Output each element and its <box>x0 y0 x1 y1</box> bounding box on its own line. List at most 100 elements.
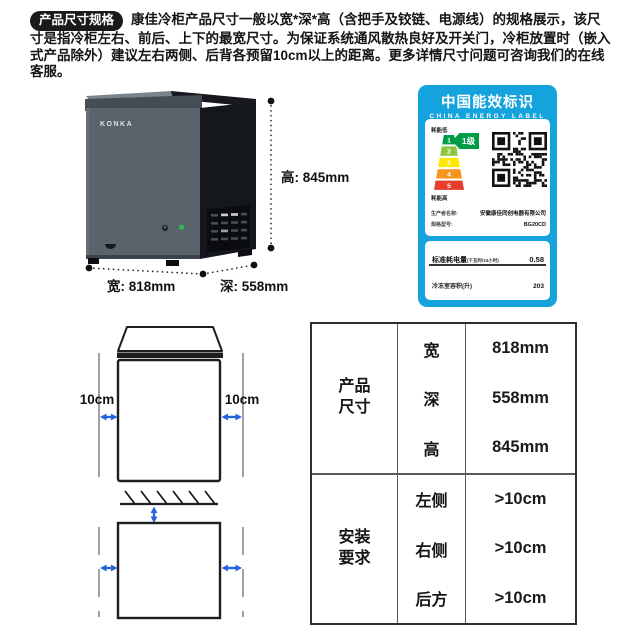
table-row: 宽 818mm <box>398 324 575 374</box>
freezer-volume-value: 203 <box>533 283 544 290</box>
width-depth-dimension-lines <box>88 264 255 275</box>
grade-bar-2 <box>440 146 458 156</box>
table-row: 左侧 >10cm <box>398 474 575 524</box>
diagram-freezer-topview <box>116 521 222 620</box>
lock-icon <box>161 224 169 232</box>
install-requirement-section: 安装 要求 左侧 >10cm 右侧 >10cm 后方 >10cm <box>312 472 575 623</box>
dimension-spec-table: 产品 尺寸 宽 818mm 深 558mm 高 845mm 安装 要求 左侧 >… <box>310 322 577 625</box>
diagram-lid-seam <box>117 352 223 358</box>
freezer-illustration: KONKA <box>85 91 256 266</box>
spec-row-label: 右侧 <box>398 524 466 574</box>
right-clearance-label: 10cm <box>225 392 260 407</box>
spec-row-label: 深 <box>398 373 466 423</box>
grade-bar-4 <box>436 169 462 179</box>
model-value: BG20CD <box>523 222 546 228</box>
energy-spec-panel: 标准耗电量(千瓦时/24小时) 0.58 冷冻室容积(升) 203 <box>425 241 550 300</box>
section-header: 安装 要求 <box>312 474 398 623</box>
spec-row-value: >10cm <box>494 539 547 558</box>
energy-consumption-unit: (千瓦时/24小时) <box>467 258 499 263</box>
freezer-foot <box>238 249 252 257</box>
diagram-freezer-lid <box>117 326 223 352</box>
producer-value: 安徽康佳同创电器有限公司 <box>479 211 546 217</box>
rear-clearance-arrow <box>150 506 158 523</box>
spec-row-label: 高 <box>398 423 466 473</box>
energy-grade-pyramid: 1 2 3 4 5 <box>433 135 465 190</box>
energy-consumption-row: 标准耗电量(千瓦时/24小时) 0.58 <box>432 249 544 267</box>
installation-clearance-diagram: 10cm 10cm <box>80 326 260 620</box>
energy-grade-panel: 耗能低 1 2 3 4 5 耗能高 1级 生产者名称: 安徽康佳同创电器有限公司… <box>425 119 550 236</box>
grade-number: 5 <box>447 183 451 190</box>
spec-row-label: 左侧 <box>398 474 466 524</box>
depth-dimension-label: 深: 558mm <box>220 278 288 294</box>
spec-row-value: 818mm <box>492 339 549 358</box>
grade-badge-text: 1级 <box>461 136 476 146</box>
grade-number: 2 <box>447 149 451 156</box>
table-row: 深 558mm <box>398 373 575 423</box>
spec-row-value: >10cm <box>494 588 547 607</box>
left-clearance-arrow <box>100 413 118 421</box>
table-row: 右侧 >10cm <box>398 524 575 574</box>
producer-row: 生产者名称: 安徽康佳同创电器有限公司 <box>431 209 546 217</box>
brand-logo: KONKA <box>100 121 133 128</box>
qr-code <box>492 132 547 187</box>
grade-bar-1 <box>442 135 456 145</box>
model-label: 规格型号: <box>431 222 453 228</box>
freezer-front-face <box>86 108 200 259</box>
page-header: 产品尺寸规格康佳冷柜产品尺寸一般以宽*深*高（含把手及铰链、电源线）的规格展示，… <box>30 11 612 81</box>
freezer-foot <box>88 258 99 264</box>
spec-row-value: 558mm <box>492 388 549 407</box>
freezer-volume-label: 冷冻室容积(升) <box>432 284 472 290</box>
right-clearance-arrow <box>221 564 242 572</box>
freezer-lid-front <box>85 95 202 111</box>
grade-bar-5 <box>433 180 465 190</box>
spec-row-label: 宽 <box>398 324 466 374</box>
section-rows: 宽 818mm 深 558mm 高 845mm <box>398 324 575 473</box>
grade-number: 4 <box>447 171 451 178</box>
width-dimension-label: 宽: 818mm <box>107 278 175 294</box>
spec-row-value: 845mm <box>492 438 549 457</box>
grade-number: 1 <box>447 137 451 144</box>
diagram-freezer-body <box>116 358 222 483</box>
height-dimension-label: 高: 845mm <box>281 169 349 185</box>
top-view-diagram <box>98 506 244 620</box>
right-clearance-arrow <box>221 413 242 421</box>
freezer-dimension-illustration: KONKA <box>85 91 349 294</box>
power-indicator-led <box>179 225 184 230</box>
energy-label-title: 中国能效标识 <box>441 95 534 111</box>
dimension-dot <box>267 244 275 252</box>
high-energy-label: 耗能高 <box>431 196 448 202</box>
handle-recess <box>105 244 116 250</box>
section-rows: 左侧 >10cm 右侧 >10cm 后方 >10cm <box>398 474 575 623</box>
freezer-foot <box>166 260 179 266</box>
wall-hatch-symbol <box>120 490 218 506</box>
energy-label-subtitle: CHINA ENERGY LABEL <box>429 113 546 120</box>
spec-row-value: >10cm <box>494 489 547 508</box>
dimension-dot <box>250 261 258 269</box>
dimension-dot <box>267 97 275 105</box>
energy-consumption-title: 标准耗电量 <box>432 257 467 264</box>
section-header: 产品 尺寸 <box>312 324 398 473</box>
grade-number: 3 <box>447 160 451 167</box>
energy-consumption-value: 0.58 <box>529 255 544 264</box>
size-description-text: 康佳冷柜产品尺寸一般以宽*深*高（含把手及铰链、电源线）的规格展示，该尺寸是指冷… <box>30 12 611 80</box>
front-view-diagram: 10cm 10cm <box>80 326 260 483</box>
energy-consumption-label: 标准耗电量(千瓦时/24小时) <box>432 249 499 267</box>
section-title-badge: 产品尺寸规格 <box>30 11 124 31</box>
product-size-section: 产品 尺寸 宽 818mm 深 558mm 高 845mm <box>312 324 575 473</box>
spec-row-label: 后方 <box>398 573 466 623</box>
energy-grade-badge: 1级 <box>452 133 479 149</box>
model-row: 规格型号: BG20CD <box>431 221 546 228</box>
low-energy-label: 耗能低 <box>431 128 448 134</box>
freezer-volume-row: 冷冻室容积(升) 203 <box>432 281 544 290</box>
freezer-lid-back <box>171 91 256 107</box>
left-clearance-arrow <box>100 564 118 572</box>
left-clearance-label: 10cm <box>80 392 115 407</box>
panel-divider <box>429 264 546 266</box>
freezer-front-highlight <box>86 108 89 259</box>
grade-bar-3 <box>438 157 460 168</box>
vent-grille <box>207 205 250 252</box>
producer-label: 生产者名称: <box>431 211 458 217</box>
china-energy-label: 中国能效标识 CHINA ENERGY LABEL 耗能低 1 2 3 4 5 … <box>418 85 557 307</box>
table-row: 高 845mm <box>398 423 575 473</box>
dimension-dot <box>85 264 93 272</box>
